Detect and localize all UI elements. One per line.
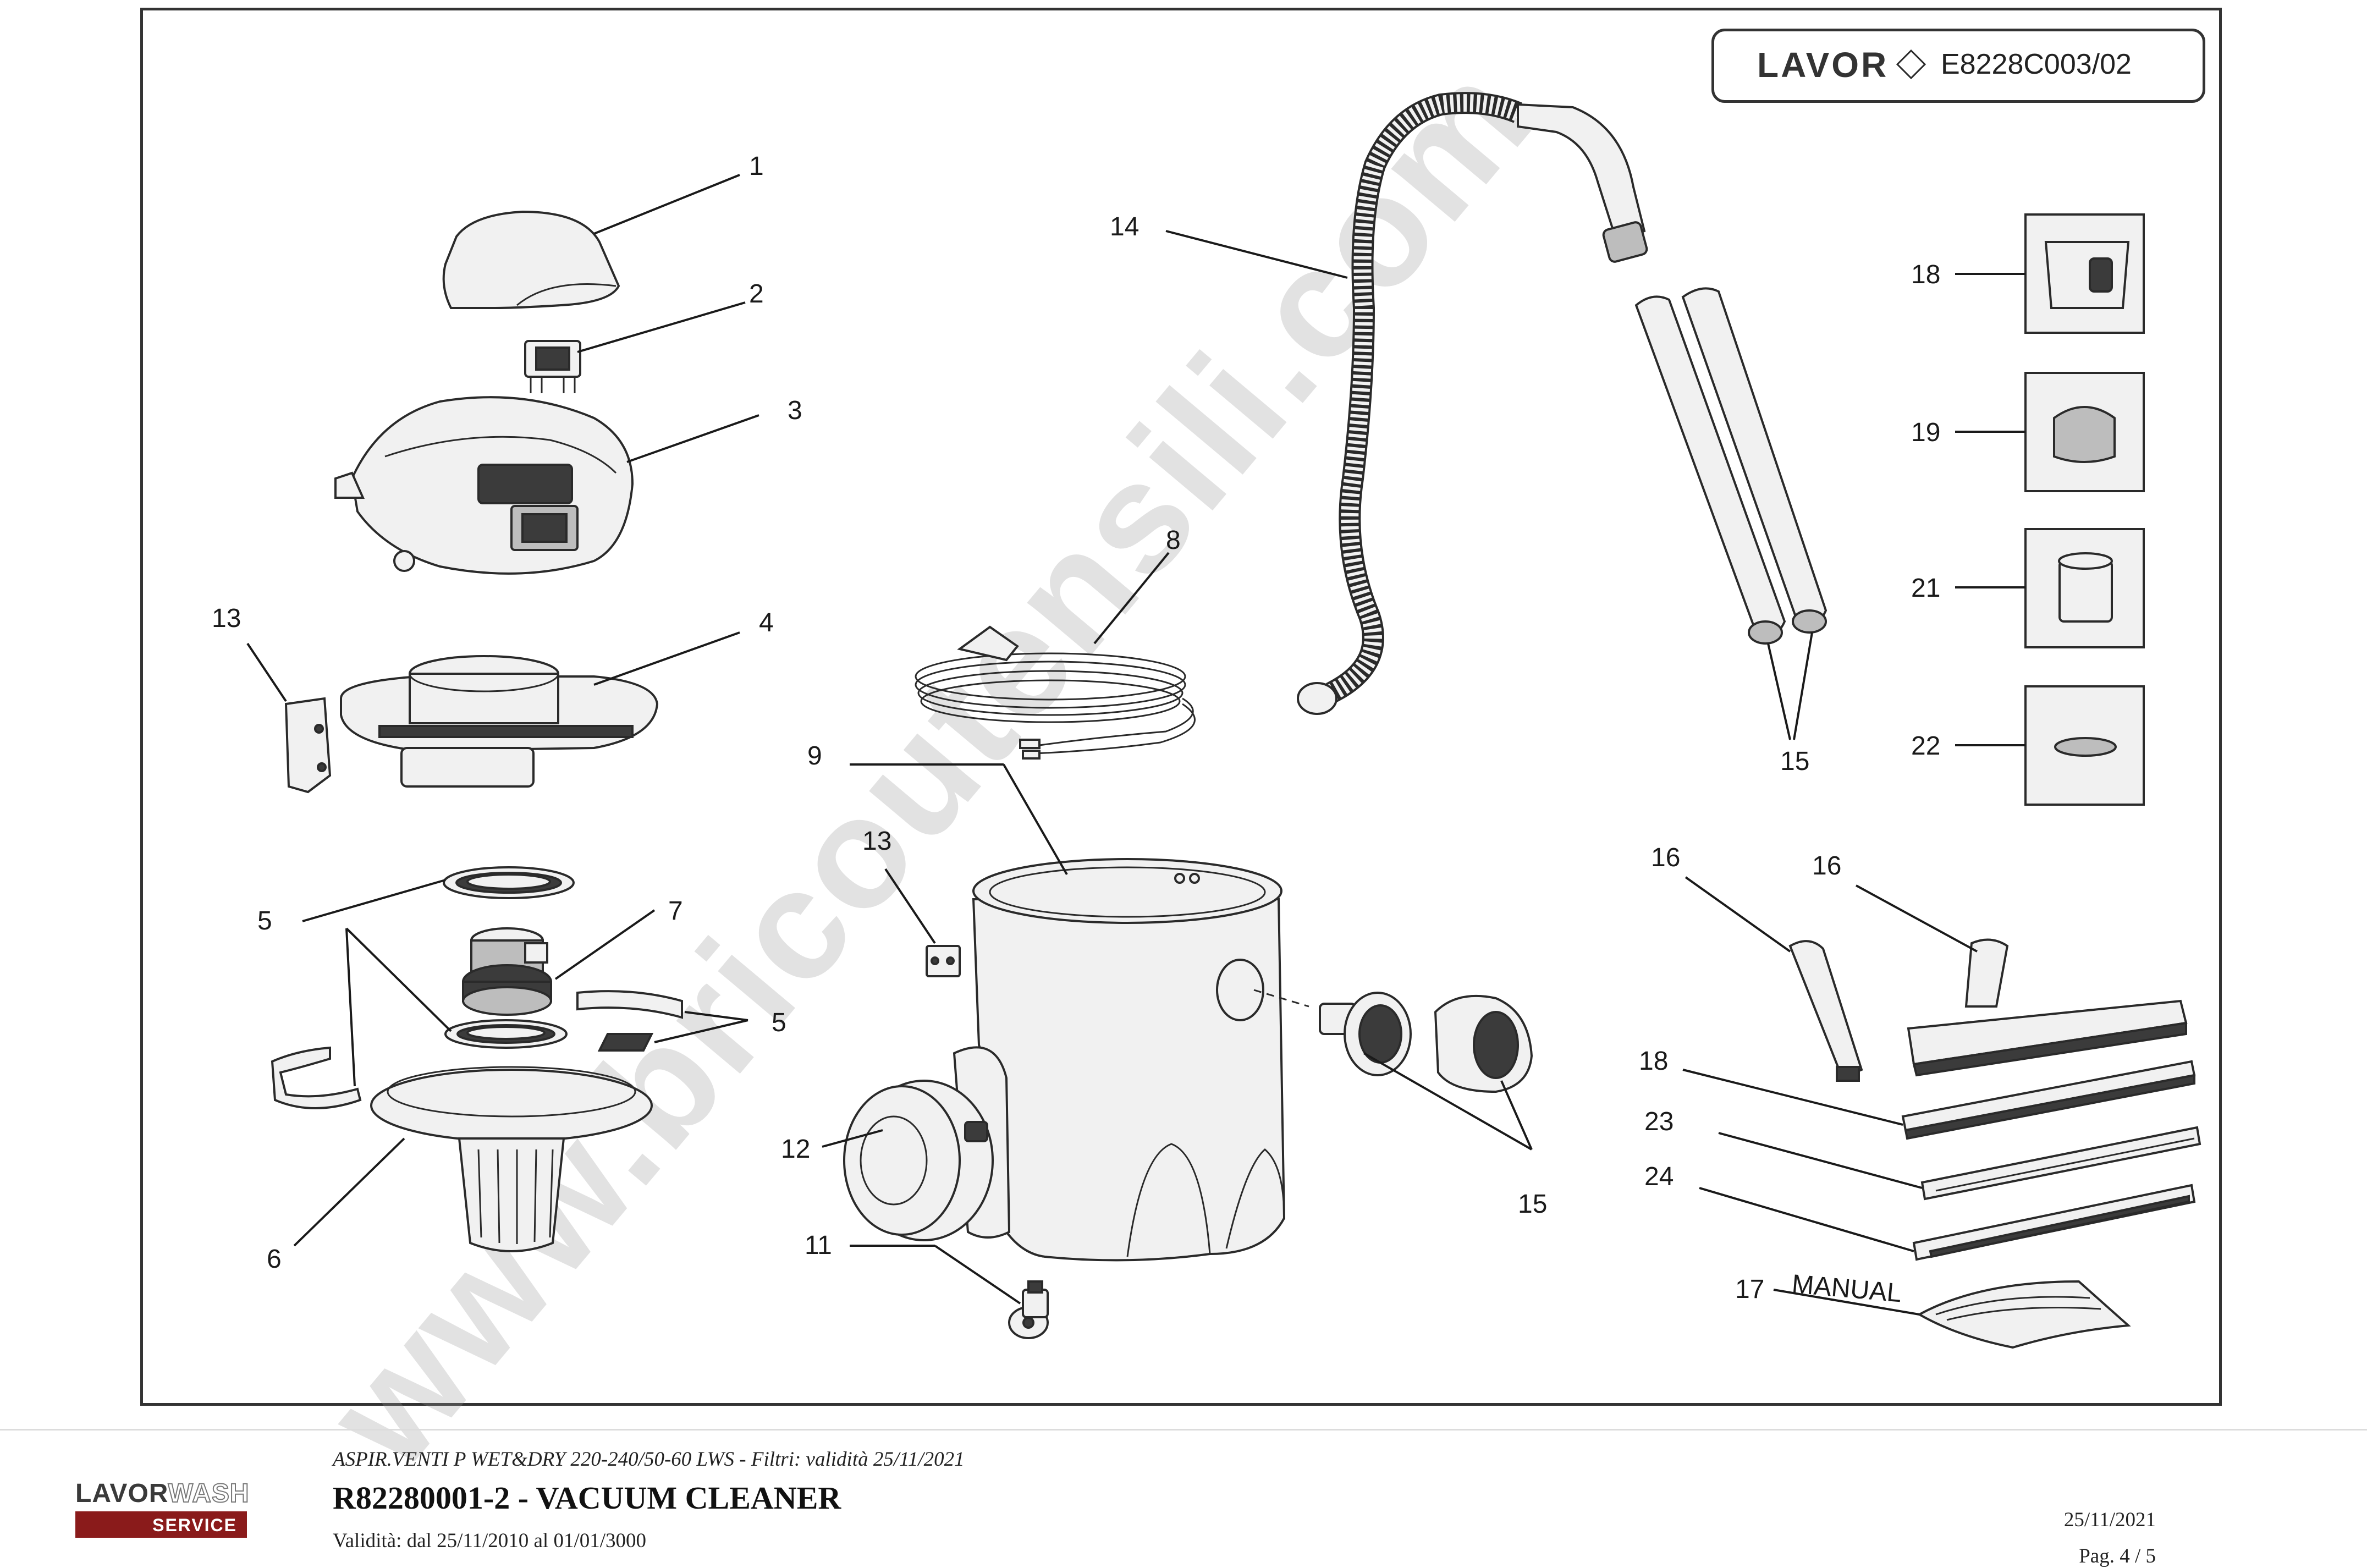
callout-24: 19	[1911, 418, 1940, 447]
callout-5-right: 5	[772, 1008, 786, 1037]
part-5-strip-left	[271, 1046, 362, 1109]
callout-21: 23	[1644, 1107, 1674, 1136]
part-18-brush-strip	[1901, 1060, 2196, 1140]
footer-logo-bar: SERVICE	[75, 1511, 247, 1538]
part-6-filter-basket	[370, 1066, 653, 1252]
callout-15: 15	[1780, 747, 1809, 776]
part-11-castor	[1008, 1280, 1049, 1339]
footer-validity: Validità: dal 25/11/2010 al 01/01/3000	[333, 1530, 647, 1552]
brand-diamond-icon	[1896, 49, 1926, 80]
part-9-tank	[953, 858, 1286, 1262]
part-21-rubber-strip	[1920, 1126, 2201, 1201]
footer-date: 25/11/2021	[2063, 1509, 2156, 1531]
part-25-cartridge-filter	[2024, 528, 2145, 648]
part-15-extension-tubes	[1634, 287, 1827, 645]
part-12-wheel	[843, 1080, 994, 1241]
callout-14: 14	[1110, 212, 1139, 241]
callout-18: 18	[1639, 1047, 1668, 1076]
callout-4: 4	[759, 608, 774, 637]
footer-page-number: Pag. 4 / 5	[2079, 1545, 2156, 1567]
callout-9: 9	[807, 741, 822, 771]
part-24-filter-cap	[2024, 372, 2145, 492]
drawing-frame	[140, 8, 2222, 1406]
callout-6: 6	[267, 1245, 282, 1274]
part-14-hose	[1297, 92, 1648, 715]
callout-22: 24	[1644, 1162, 1674, 1191]
footer-title: R82280001-2 - VACUUM CLEANER	[333, 1480, 841, 1516]
footer-logo-main: LAVOR	[75, 1479, 168, 1508]
part-4-motor-support	[340, 655, 659, 788]
callout-7: 7	[668, 896, 683, 926]
part-5-bottom-gasket	[444, 1019, 568, 1049]
callout-17: 16	[1651, 843, 1680, 872]
callout-12: 12	[781, 1135, 810, 1164]
part-2-switch	[524, 340, 581, 393]
part-3-motor-head	[334, 396, 634, 575]
part-10-inlet-cap	[1434, 994, 1533, 1093]
callout-8: 8	[1166, 526, 1181, 555]
part-8-power-cable	[915, 625, 1196, 760]
part-1-cover	[442, 210, 620, 309]
callout-13-center: 13	[862, 827, 891, 856]
manual-label: MANUAL	[1791, 1269, 1903, 1308]
callout-26: 22	[1911, 731, 1940, 761]
callout-2: 2	[749, 279, 764, 309]
part-13-clip-center	[926, 945, 961, 977]
brand-logo: LAVOR	[1757, 45, 1889, 85]
document-code: E8228C003/02	[1941, 48, 2132, 80]
callout-10: 15	[1518, 1190, 1547, 1219]
part-19-manual	[1917, 1280, 2131, 1349]
part-26-filter-disk	[2024, 685, 2145, 806]
part-13-clip-left	[284, 697, 332, 794]
callout-11: 11	[805, 1231, 832, 1260]
part-17-crevice-tool	[1788, 940, 1863, 1082]
callout-1: 1	[749, 152, 764, 181]
footer-divider	[0, 1429, 2367, 1431]
footer-logo-wash: WASH	[168, 1478, 250, 1509]
callout-16: 16	[1812, 851, 1841, 881]
part-16-floor-nozzle	[1907, 938, 2188, 1077]
footer-logo: LAVORWASH SERVICE	[75, 1478, 250, 1543]
callout-13-left: 13	[212, 604, 241, 633]
part-7-motor	[462, 927, 552, 1016]
footer-logo-service: SERVICE	[152, 1515, 237, 1535]
title-block: LAVOR E8228C003/02	[1711, 29, 2205, 103]
callout-3: 3	[788, 396, 802, 425]
callout-23: 18	[1911, 260, 1940, 289]
part-5-top-gasket	[443, 866, 575, 899]
footer-subtitle: ASPIR.VENTI P WET&DRY 220-240/50-60 LWS …	[333, 1448, 965, 1471]
callout-5-left: 5	[257, 906, 272, 936]
part-10-inlet-adaptor	[1319, 992, 1412, 1076]
callout-19: 17	[1735, 1275, 1764, 1304]
part-22-rubber-strip	[1912, 1184, 2196, 1261]
callout-25: 21	[1911, 574, 1940, 603]
part-23-dust-bag	[2024, 213, 2145, 334]
part-5-strip-right	[576, 990, 683, 1052]
